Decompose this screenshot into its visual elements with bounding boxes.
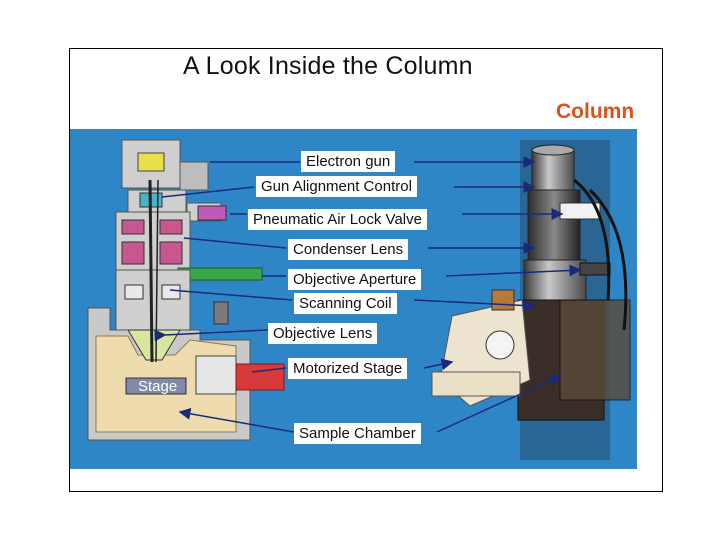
- motor-part: [235, 363, 285, 391]
- label-gun-alignment-control: Gun Alignment Control: [256, 176, 417, 197]
- label-objective-aperture: Objective Aperture: [288, 269, 422, 290]
- stage-part: [125, 377, 187, 395]
- label-sample-chamber: Sample Chamber: [294, 423, 421, 444]
- air-lock-valve-part: [197, 205, 227, 221]
- column-photo: [431, 140, 631, 460]
- aperture-part: [177, 267, 263, 281]
- slide-title: A Look Inside the Column: [183, 52, 473, 80]
- label-objective-lens: Objective Lens: [268, 323, 378, 344]
- condenser-lens-part: [121, 219, 145, 235]
- label-pneumatic-air-lock-valve: Pneumatic Air Lock Valve: [248, 209, 427, 230]
- label-motorized-stage: Motorized Stage: [288, 358, 408, 379]
- leader-arrows: [154, 156, 582, 433]
- label-electron-gun: Electron gun: [301, 151, 396, 172]
- column-annotation: Column: [556, 100, 635, 123]
- schematic-cross-section: [87, 139, 285, 441]
- electron-gun-part: [137, 152, 165, 172]
- label-scanning-coil: Scanning Coil: [294, 293, 397, 314]
- label-condenser-lens: Condenser Lens: [288, 239, 409, 260]
- stage-label: Stage: [138, 378, 178, 395]
